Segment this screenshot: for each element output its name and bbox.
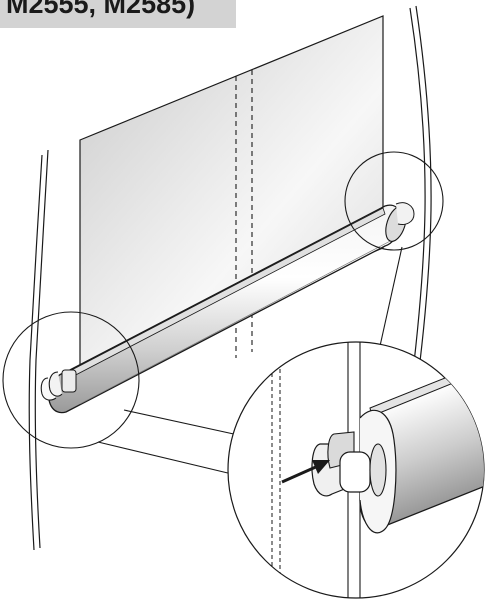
window-frame-lines <box>28 5 432 551</box>
magnified-detail <box>227 341 485 599</box>
bottom-rail <box>40 202 415 414</box>
right-end-detail-circle <box>344 151 444 251</box>
arrow-icon <box>281 460 330 484</box>
leader-lines <box>97 246 403 475</box>
page-title: M2555, M2585) <box>6 0 196 19</box>
left-detail-circle <box>2 311 140 449</box>
header-title-bar: M2555, M2585) <box>0 0 236 28</box>
